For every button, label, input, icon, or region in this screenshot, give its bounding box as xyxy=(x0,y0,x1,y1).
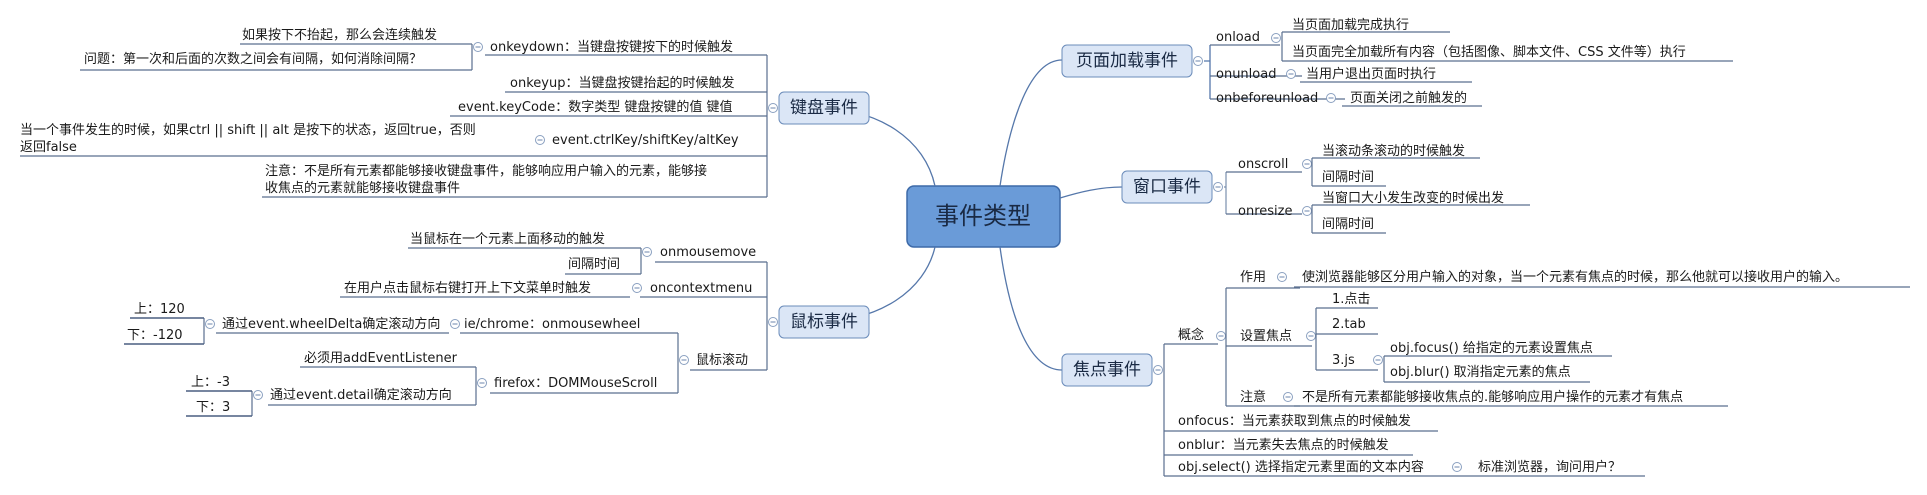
branch-focus-label: 焦点事件 xyxy=(1073,360,1141,380)
hold-note: 如果按下不抬起，那么会连续触发 xyxy=(242,27,437,43)
keyboard-note-line1: 注意：不是所有元素都能够接收键盘事件，能够响应用户输入的元素，能够接 xyxy=(265,163,707,179)
onunload-desc: 当用户退出页面时执行 xyxy=(1306,66,1436,82)
keycode-label: event.keyCode：数字类型 键盘按键的值 键值 xyxy=(458,99,732,115)
onload-desc-1: 当页面加载完成执行 xyxy=(1292,18,1409,33)
collapse-toggle[interactable] xyxy=(473,42,483,52)
wheel-down-value: 下：-120 xyxy=(127,328,183,343)
collapse-toggle[interactable] xyxy=(205,319,215,329)
onmousemove-label: onmousemove xyxy=(660,245,756,260)
method-js: 3.js xyxy=(1332,353,1355,368)
collapse-toggle[interactable] xyxy=(632,283,642,293)
collapse-toggle[interactable] xyxy=(642,247,652,257)
collapse-toggle[interactable] xyxy=(1277,272,1287,282)
set-focus-label: 设置焦点 xyxy=(1240,329,1292,344)
onresize-interval: 间隔时间 xyxy=(1322,217,1374,232)
collapse-toggle[interactable] xyxy=(1452,462,1462,472)
note-desc: 不是所有元素都能够接收焦点的.能够响应用户操作的元素才有焦点 xyxy=(1302,389,1683,405)
onbeforeunload-desc: 页面关闭之前触发的 xyxy=(1350,90,1467,106)
wheeldelta-label: 通过event.wheelDelta确定滚动方向 xyxy=(222,316,440,332)
modifier-desc-line2: 返回false xyxy=(20,140,77,155)
collapse-toggle[interactable] xyxy=(1326,93,1336,103)
collapse-toggle[interactable] xyxy=(1302,206,1312,216)
branch-mouse-label: 鼠标事件 xyxy=(790,312,858,332)
modifier-desc-line1: 当一个事件发生的时候，如果ctrl || shift || alt 是按下的状态… xyxy=(20,122,476,138)
must-use-label: 必须用addEventListener xyxy=(304,351,458,366)
onkeyup-label: onkeyup：当键盘按键抬起的时候触发 xyxy=(510,75,734,91)
firefox-label: firefox：DOMMouseScroll xyxy=(494,376,657,391)
pageload-bracket xyxy=(1204,45,1211,99)
collapse-toggle[interactable] xyxy=(253,390,263,400)
branch-page-load-label: 页面加载事件 xyxy=(1076,51,1178,71)
collapse-toggle[interactable] xyxy=(1193,56,1203,66)
branch-keyboard-label: 键盘事件 xyxy=(790,98,858,118)
js-blur: obj.blur() 取消指定元素的焦点 xyxy=(1390,364,1571,380)
connector-window xyxy=(1059,186,1123,199)
branch-focus[interactable]: 焦点事件 xyxy=(1061,353,1153,387)
js-focus: obj.focus() 给指定的元素设置焦点 xyxy=(1390,340,1593,356)
wheel-up-value: 上：120 xyxy=(134,302,185,317)
wheel-label: 鼠标滚动 xyxy=(696,352,748,368)
onscroll-label: onscroll xyxy=(1238,157,1288,172)
keyboard-note-line2: 收焦点的元素就能够接收键盘事件 xyxy=(265,180,460,196)
detail-down-value: 下：3 xyxy=(196,400,230,415)
method-tab: 2.tab xyxy=(1332,317,1366,332)
branch-mouse[interactable]: 鼠标事件 xyxy=(778,305,870,339)
collapse-toggle[interactable] xyxy=(1286,69,1296,79)
onload-desc-2: 当页面完全加载所有内容（包括图像、脚本文件、CSS 文件等）执行 xyxy=(1292,44,1686,60)
collapse-toggle[interactable] xyxy=(1271,33,1281,43)
collapse-toggle[interactable] xyxy=(1306,331,1316,341)
onscroll-desc: 当滚动条滚动的时候触发 xyxy=(1322,143,1465,159)
collapse-toggle[interactable] xyxy=(768,103,778,113)
detail-up-value: 上：-3 xyxy=(191,375,230,390)
collapse-toggle[interactable] xyxy=(535,135,545,145)
connector-focus xyxy=(999,246,1063,371)
collapse-toggle[interactable] xyxy=(1216,331,1226,341)
branch-window-label: 窗口事件 xyxy=(1133,177,1201,197)
mousemove-desc: 当鼠标在一个元素上面移动的触发 xyxy=(410,231,605,247)
collapse-toggle[interactable] xyxy=(450,319,460,329)
modifier-label: event.ctrlKey/shiftKey/altKey xyxy=(552,133,739,148)
onscroll-interval: 间隔时间 xyxy=(1322,170,1374,185)
oncontextmenu-label: oncontextmenu xyxy=(650,281,752,296)
onkeydown-label: onkeydown：当键盘按键按下的时候触发 xyxy=(490,39,733,55)
collapse-toggle[interactable] xyxy=(477,378,487,388)
contextmenu-desc: 在用户点击鼠标右键打开上下文菜单时触发 xyxy=(344,280,591,296)
collapse-toggle[interactable] xyxy=(1373,355,1383,365)
onresize-label: onresize xyxy=(1238,204,1292,219)
root-node[interactable]: 事件类型 xyxy=(906,185,1061,248)
role-desc: 使浏览器能够区分用户输入的对象，当一个元素有焦点的时候，那么他就可以接收用户的输… xyxy=(1302,269,1848,285)
iechrome-label: ie/chrome：onmousewheel xyxy=(464,317,640,332)
window-bracket xyxy=(1224,172,1227,214)
method-click: 1.点击 xyxy=(1332,292,1370,307)
role-label: 作用 xyxy=(1240,270,1266,285)
collapse-toggle[interactable] xyxy=(768,317,778,327)
collapse-toggle[interactable] xyxy=(1302,159,1312,169)
branch-keyboard[interactable]: 键盘事件 xyxy=(778,91,870,125)
onblur-label: onblur：当元素失去焦点的时候触发 xyxy=(1178,437,1389,453)
select-label: obj.select() 选择指定元素里面的文本内容 xyxy=(1178,459,1424,475)
note-label: 注意 xyxy=(1240,389,1266,405)
detail-label: 通过event.detail确定滚动方向 xyxy=(270,387,452,403)
mousemove-interval: 间隔时间 xyxy=(568,257,620,272)
onfocus-label: onfocus：当元素获取到焦点的时候触发 xyxy=(1178,413,1411,429)
collapse-toggle[interactable] xyxy=(679,355,689,365)
collapse-toggle[interactable] xyxy=(1153,365,1163,375)
connector-pageload xyxy=(999,59,1063,187)
concept-label: 概念 xyxy=(1178,327,1204,343)
collapse-toggle[interactable] xyxy=(1213,182,1223,192)
gap-note: 问题：第一次和后面的次数之间会有间隔，如何消除间隔？ xyxy=(84,51,422,67)
select-note: 标准浏览器，询问用户？ xyxy=(1478,459,1621,475)
root-label: 事件类型 xyxy=(935,202,1031,230)
onbeforeunload-label: onbeforeunload xyxy=(1216,91,1318,106)
branch-page-load[interactable]: 页面加载事件 xyxy=(1061,44,1193,78)
onresize-desc: 当窗口大小发生改变的时候出发 xyxy=(1322,190,1504,206)
collapse-toggle[interactable] xyxy=(1283,392,1293,402)
onunload-label: onunload xyxy=(1216,67,1276,82)
onload-label: onload xyxy=(1216,30,1260,45)
branch-window[interactable]: 窗口事件 xyxy=(1121,170,1213,204)
